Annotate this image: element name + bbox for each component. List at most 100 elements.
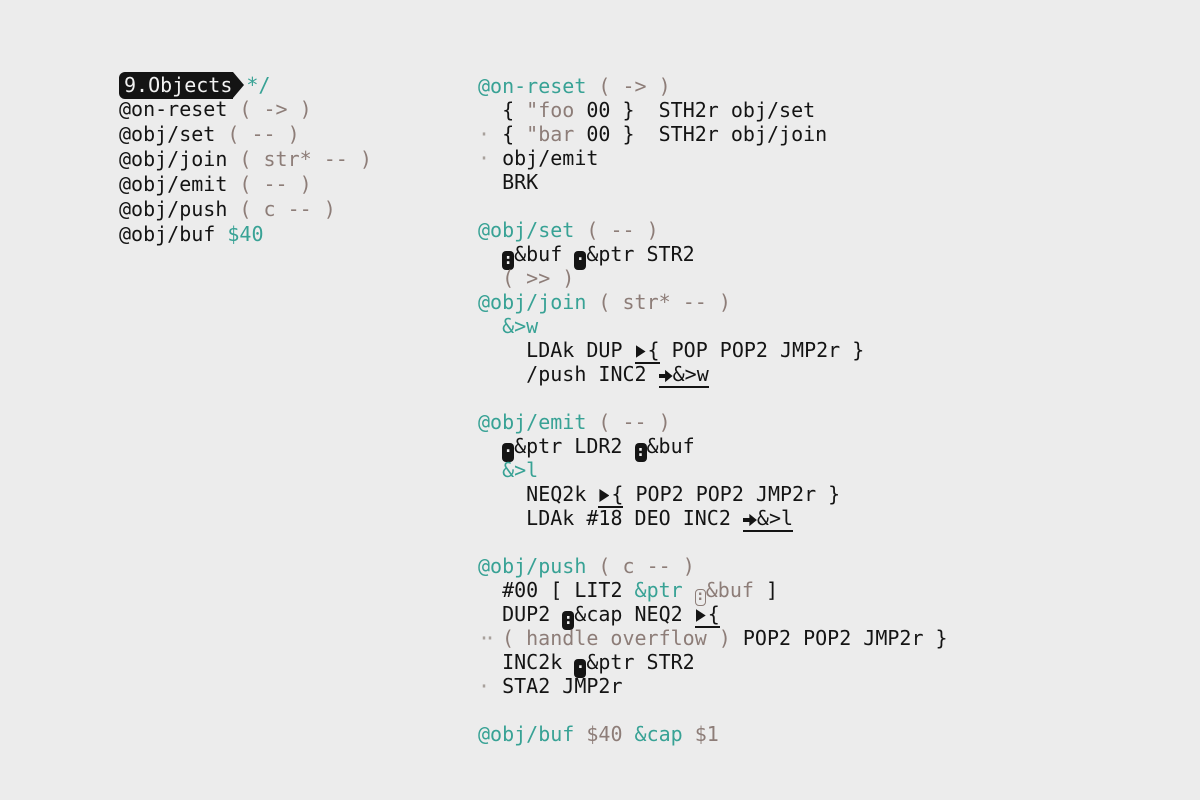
code-line[interactable]: ·· ( handle overflow ) POP2 POP2 JMP2r } (478, 626, 948, 650)
edit-marker-dots-icon: ·· (478, 626, 496, 650)
edit-marker-dot-icon: · (478, 122, 491, 146)
code-line[interactable]: · { "bar 00 } STH2r obj/join (478, 122, 948, 146)
literal-rune-icon: · (574, 658, 587, 678)
code-line[interactable] (478, 386, 948, 410)
code-line[interactable]: @obj/emit ( -- ) (478, 410, 948, 434)
conditional-jump-icon: { (598, 482, 624, 508)
label-text: @obj/join (478, 290, 599, 314)
comment-text: ( -- ) (227, 122, 300, 146)
outline-item[interactable]: @obj/emit ( -- ) (119, 172, 372, 197)
edit-marker-dot-icon: · (478, 146, 491, 170)
code-line[interactable]: LDAk #18 DEO INC2 &>l (478, 506, 948, 532)
code-text: LDAk #18 DEO INC2 (478, 506, 743, 530)
comment-text: ( -> ) (598, 74, 671, 98)
conditional-jump-icon: { (694, 602, 720, 628)
code-text: @obj/buf (119, 222, 228, 246)
code-text: POP POP2 JMP2r } (659, 338, 865, 362)
comment-text: ( handle overflow ) (502, 626, 731, 650)
code-text: { (490, 122, 527, 146)
code-line[interactable]: :&buf ·&ptr STR2 (478, 242, 948, 270)
jump-arrow-icon: &>l (742, 506, 794, 532)
comment-text: "bar (526, 122, 575, 146)
source-code-panel: @on-reset ( -> ) { "foo 00 } STH2r obj/s… (478, 74, 948, 746)
code-text (574, 722, 586, 746)
outline-item[interactable]: @on-reset ( -> ) (119, 97, 372, 122)
code-text: INC2k (478, 650, 575, 674)
code-text: BRK (478, 170, 539, 194)
code-text: &buf (514, 242, 575, 266)
code-text (478, 266, 502, 290)
code-line[interactable]: &>l (478, 458, 948, 482)
code-line[interactable]: BRK (478, 170, 948, 194)
code-line[interactable]: · obj/emit (478, 146, 948, 170)
edit-marker-dot-icon: · (478, 674, 491, 698)
symbol-outline-panel: 9.Objects*/@on-reset ( -> )@obj/set ( --… (119, 72, 372, 247)
label-text: @on-reset (478, 74, 599, 98)
outline-item[interactable]: @obj/push ( c -- ) (119, 197, 372, 222)
code-line[interactable]: LDAk DUP { POP POP2 JMP2r } (478, 338, 948, 364)
comment-text: ( >> ) (502, 266, 575, 290)
code-line[interactable]: &>w (478, 314, 948, 338)
code-text (478, 242, 502, 266)
code-text: DUP2 (478, 602, 563, 626)
label-text: @obj/push (478, 554, 599, 578)
code-line[interactable]: @on-reset ( -> ) (478, 74, 948, 98)
code-text (490, 626, 502, 650)
code-text: @obj/emit (119, 172, 240, 196)
label-text: &ptr (634, 578, 683, 602)
code-line[interactable] (478, 530, 948, 554)
comment-text: ( str* -- ) (239, 147, 372, 171)
code-line[interactable]: ( >> ) (478, 266, 948, 290)
code-text: @obj/push (119, 197, 240, 221)
literal-rune-icon: : (634, 442, 647, 462)
label-text: @obj/emit (478, 410, 599, 434)
code-text: @obj/join (119, 147, 240, 171)
literal-rune-icon: : (562, 610, 575, 630)
code-text: @obj/set (119, 122, 228, 146)
comment-text: ( -- ) (586, 218, 659, 242)
section-tag: 9.Objects (119, 72, 245, 99)
comment-text: $1 (694, 722, 719, 746)
code-line[interactable]: · STA2 JMP2r (478, 674, 948, 698)
code-line[interactable]: /push INC2 &>w (478, 362, 948, 388)
outline-item[interactable]: @obj/join ( str* -- ) (119, 147, 372, 172)
label-text: @obj/set (478, 218, 587, 242)
outline-item[interactable]: @obj/buf $40 (119, 222, 372, 247)
jump-arrow-icon: &>w (658, 362, 709, 388)
comment-text: ( str* -- ) (598, 290, 731, 314)
code-line[interactable]: { "foo 00 } STH2r obj/set (478, 98, 948, 122)
code-text: obj/emit (490, 146, 599, 170)
code-line[interactable]: @obj/set ( -- ) (478, 218, 948, 242)
code-text: &buf (646, 434, 695, 458)
outline-item[interactable]: @obj/set ( -- ) (119, 122, 372, 147)
comment-text: ( -- ) (598, 410, 671, 434)
code-line[interactable]: @obj/join ( str* -- ) (478, 290, 948, 314)
code-line[interactable]: #00 [ LIT2 &ptr :&buf ] (478, 578, 948, 606)
label-text: */ (246, 73, 271, 97)
code-line[interactable]: NEQ2k { POP2 POP2 JMP2r } (478, 482, 948, 508)
code-line[interactable]: DUP2 :&cap NEQ2 { (478, 602, 948, 630)
outline-item[interactable]: 9.Objects*/ (119, 72, 372, 99)
comment-text: ( c -- ) (598, 554, 695, 578)
code-line[interactable]: INC2k ·&ptr STR2 (478, 650, 948, 678)
code-line[interactable]: @obj/push ( c -- ) (478, 554, 948, 578)
label-text: $40 (227, 222, 264, 246)
comment-text: &buf (705, 578, 754, 602)
code-text: /push INC2 (478, 362, 659, 386)
code-line[interactable]: @obj/buf $40 &cap $1 (478, 722, 948, 746)
code-text (623, 722, 635, 746)
code-text: &ptr STR2 (586, 650, 695, 674)
comment-text: ( -- ) (239, 172, 312, 196)
comment-text: ( -> ) (239, 97, 312, 121)
comment-text: ( c -- ) (239, 197, 336, 221)
code-text: @on-reset (119, 97, 240, 121)
code-line[interactable] (478, 194, 948, 218)
code-text: NEQ2k (478, 482, 599, 506)
code-line[interactable] (478, 698, 948, 722)
code-text: 00 } STH2r obj/set (574, 98, 816, 122)
code-line[interactable]: ·&ptr LDR2 :&buf (478, 434, 948, 462)
label-text: @obj/buf (478, 722, 575, 746)
label-text: &>w (478, 314, 539, 338)
code-text (683, 578, 695, 602)
